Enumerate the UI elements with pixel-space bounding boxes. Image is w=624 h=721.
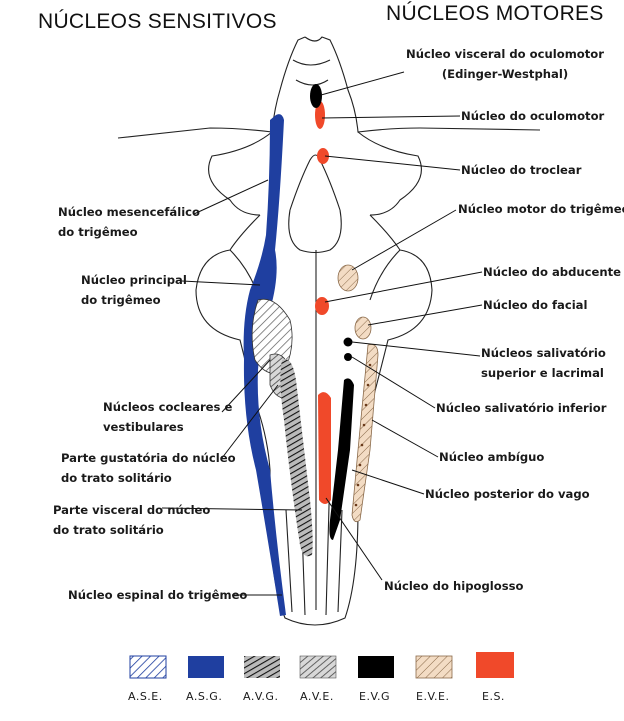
motor-nuclei-header: NÚCLEOS MOTORES [386,2,604,25]
sensory-nuclei-header: NÚCLEOS SENSITIVOS [38,10,277,33]
motor-trigeminal-nucleus [337,264,359,292]
label-salivatory-inferior: Núcleo salivatório inferior [436,401,607,415]
legend-swatch-asg [188,656,224,678]
label-cochlear-vestibular: Núcleos cocleares e vestibulares [103,400,233,434]
trigeminal-sensory-column [243,114,286,616]
leader-lines [161,71,483,596]
ambiguous-nucleus [351,344,379,523]
label-mesencephalic: Núcleo mesencefálico do trigêmeo [58,205,201,239]
hypoglossal-nucleus [318,392,331,504]
label-principal: Núcleo principal do trigêmeo [81,273,187,307]
edinger-westphal-nucleus [310,84,322,108]
legend-swatches [129,652,514,679]
superior-salivatory-nucleus [343,337,353,347]
label-motor-trigeminal: Núcleo motor do trigêmeo [458,202,624,216]
label-troclear: Núcleo do troclear [461,163,582,177]
legend-swatch-avg [244,656,280,678]
label-abducente: Núcleo do abducente [483,265,622,279]
label-visceral-solitary: Parte visceral do núcleo do trato solitá… [53,503,211,537]
label-ambiguo: Núcleo ambíguo [439,450,545,464]
inferior-salivatory-nucleus [344,353,352,361]
legend-code-es: E.S. [482,690,505,703]
legend-code-asg: A.S.G. [186,690,223,703]
label-edinger-westphal: Núcleo visceral do oculomotor (Edinger-W… [406,47,604,81]
troclear-nucleus [317,148,329,164]
legend-code-evg: E.V.G [359,690,391,703]
oculomotor-nucleus [315,101,325,129]
facial-nucleus [354,316,372,340]
legend-code-ave: A.V.E. [300,690,334,703]
ambiguous-dots [354,363,372,507]
label-facial: Núcleo do facial [483,298,588,312]
legend-code-eve: E.V.E. [416,690,450,703]
label-oculomotor: Núcleo do oculomotor [461,109,605,123]
legend-swatch-ase [129,655,167,679]
abducens-nucleus [315,297,329,315]
label-gustatory: Parte gustatória do núcleo do trato soli… [61,451,236,485]
legend-swatch-eve [415,655,453,679]
legend-code-avg: A.V.G. [243,690,279,703]
label-posterior-vagus: Núcleo posterior do vago [425,487,590,501]
legend-swatch-es [476,652,514,678]
legend-swatch-ave [299,655,337,679]
label-salivatory-superior: Núcleos salivatório superior e lacrimal [481,346,606,380]
label-spinal-trigeminal: Núcleo espinal do trigêmeo [68,588,248,602]
posterior-vagus-nucleus [329,378,354,540]
visceral-solitary-nucleus [280,359,313,557]
legend-code-ase: A.S.E. [128,690,163,703]
legend-swatch-evg [358,656,394,678]
label-hipoglosso: Núcleo do hipoglosso [384,579,524,593]
